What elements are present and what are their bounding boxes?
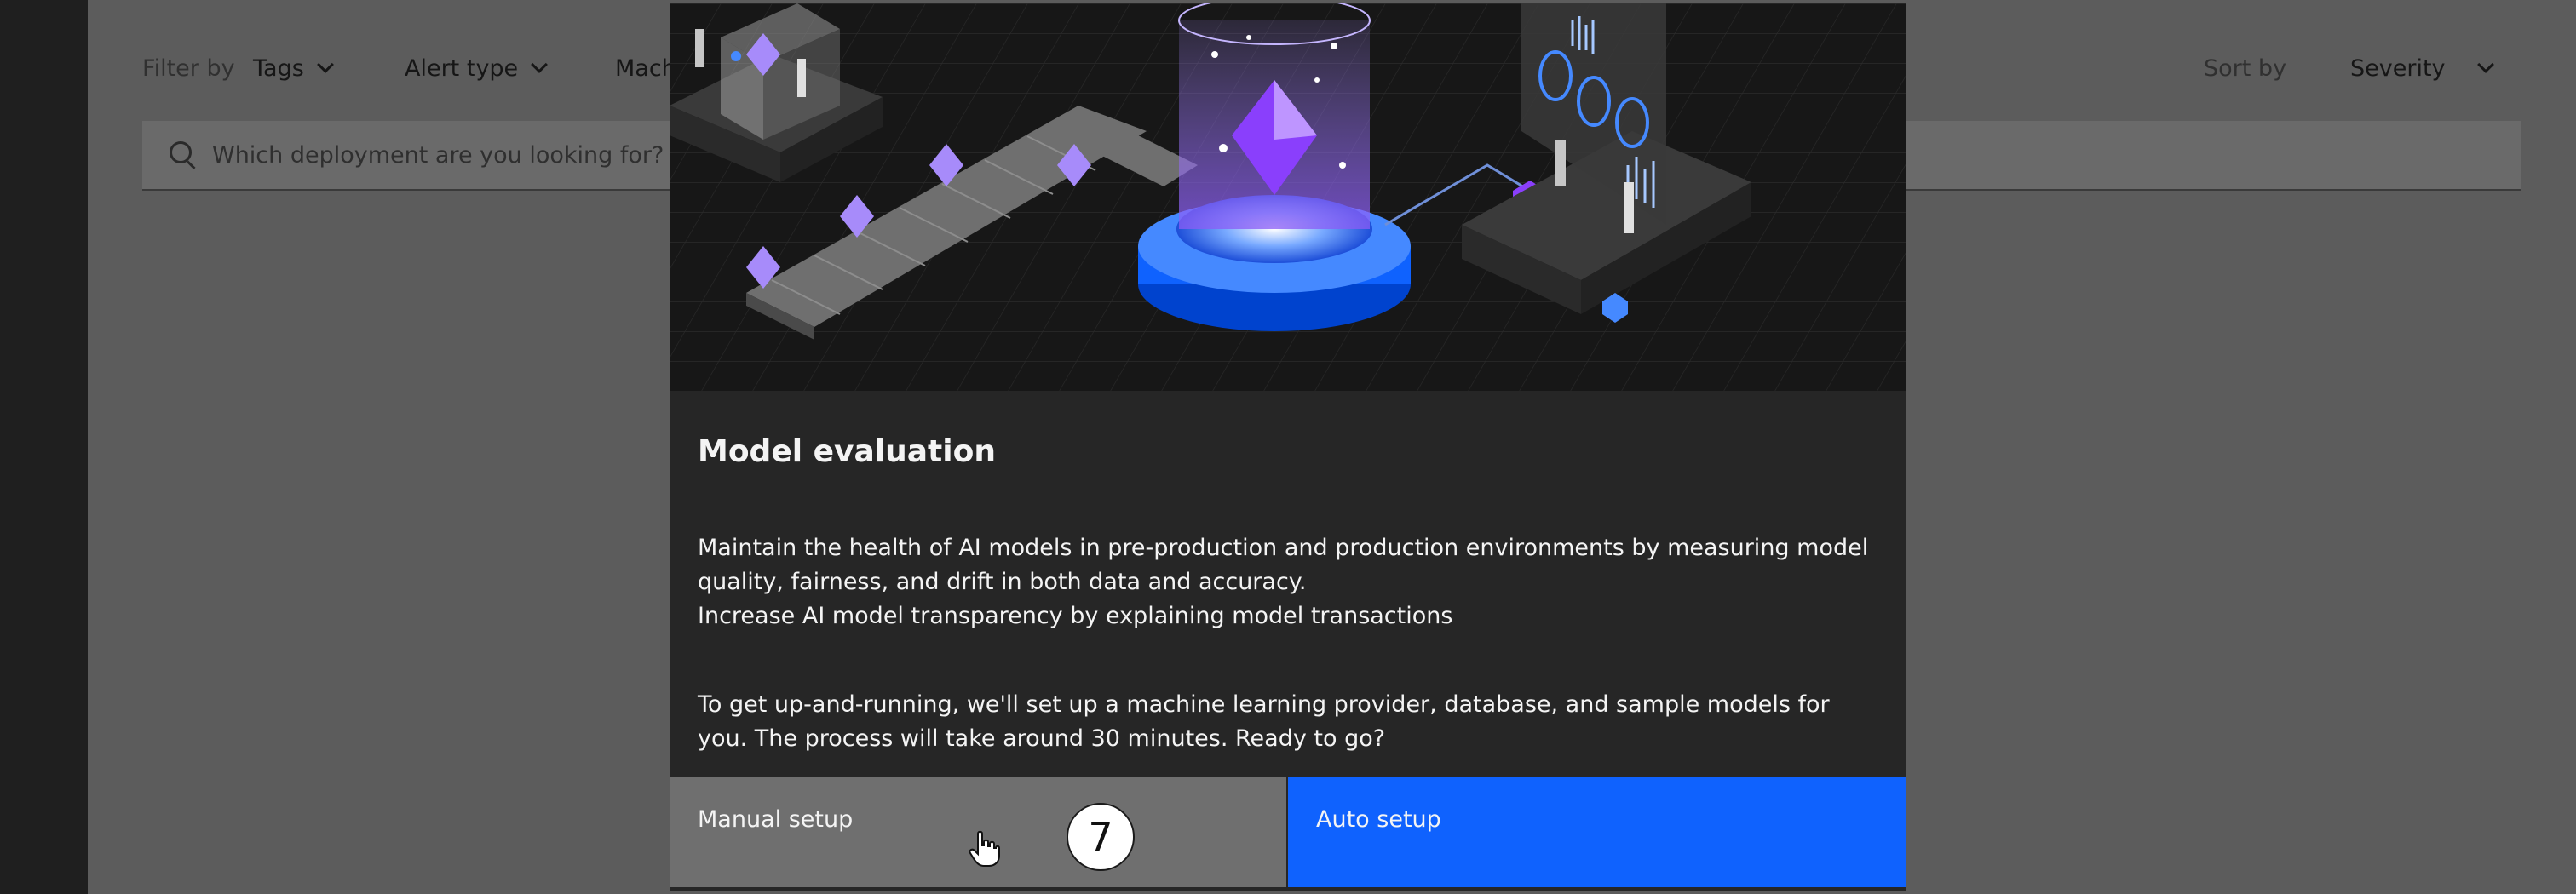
sort-by-label: Sort by	[2204, 54, 2287, 82]
modal-description-2: Increase AI model transparency by explai…	[698, 603, 1453, 629]
hand-cursor-icon	[969, 830, 1000, 867]
filter-bar: Filter by Tags Alert type Mach Sort by S…	[142, 43, 2527, 94]
model-evaluation-modal: Model evaluation Maintain the health of …	[670, 3, 1906, 891]
tags-filter-dropdown[interactable]: Tags	[253, 43, 334, 94]
filter-by-label: Filter by	[142, 54, 235, 82]
auto-setup-label: Auto setup	[1316, 806, 1441, 833]
modal-description-3: To get up-and-running, we'll set up a ma…	[698, 691, 1830, 752]
modal-title: Model evaluation	[698, 434, 996, 469]
machine-filter-dropdown[interactable]: Mach	[615, 43, 676, 94]
machine-filter-label: Mach	[615, 54, 676, 82]
left-navigation-rail	[0, 0, 88, 894]
step-number-badge: 7	[1067, 803, 1135, 871]
modal-description-1: Maintain the health of AI models in pre-…	[698, 535, 1869, 595]
isometric-ai-illustration	[670, 3, 1906, 391]
alert-type-filter-dropdown[interactable]: Alert type	[405, 43, 549, 94]
chevron-down-icon	[2476, 56, 2494, 73]
alert-type-filter-label: Alert type	[405, 54, 519, 82]
tags-filter-label: Tags	[253, 54, 304, 82]
severity-sort-dropdown[interactable]: Severity	[2350, 43, 2494, 94]
search-icon	[163, 135, 204, 175]
chevron-down-icon	[316, 56, 334, 73]
chevron-down-icon	[531, 56, 549, 73]
severity-sort-label: Severity	[2350, 54, 2446, 82]
auto-setup-button[interactable]: Auto setup	[1288, 777, 1906, 887]
manual-setup-label: Manual setup	[698, 806, 854, 833]
hero-illustration	[670, 3, 1906, 391]
